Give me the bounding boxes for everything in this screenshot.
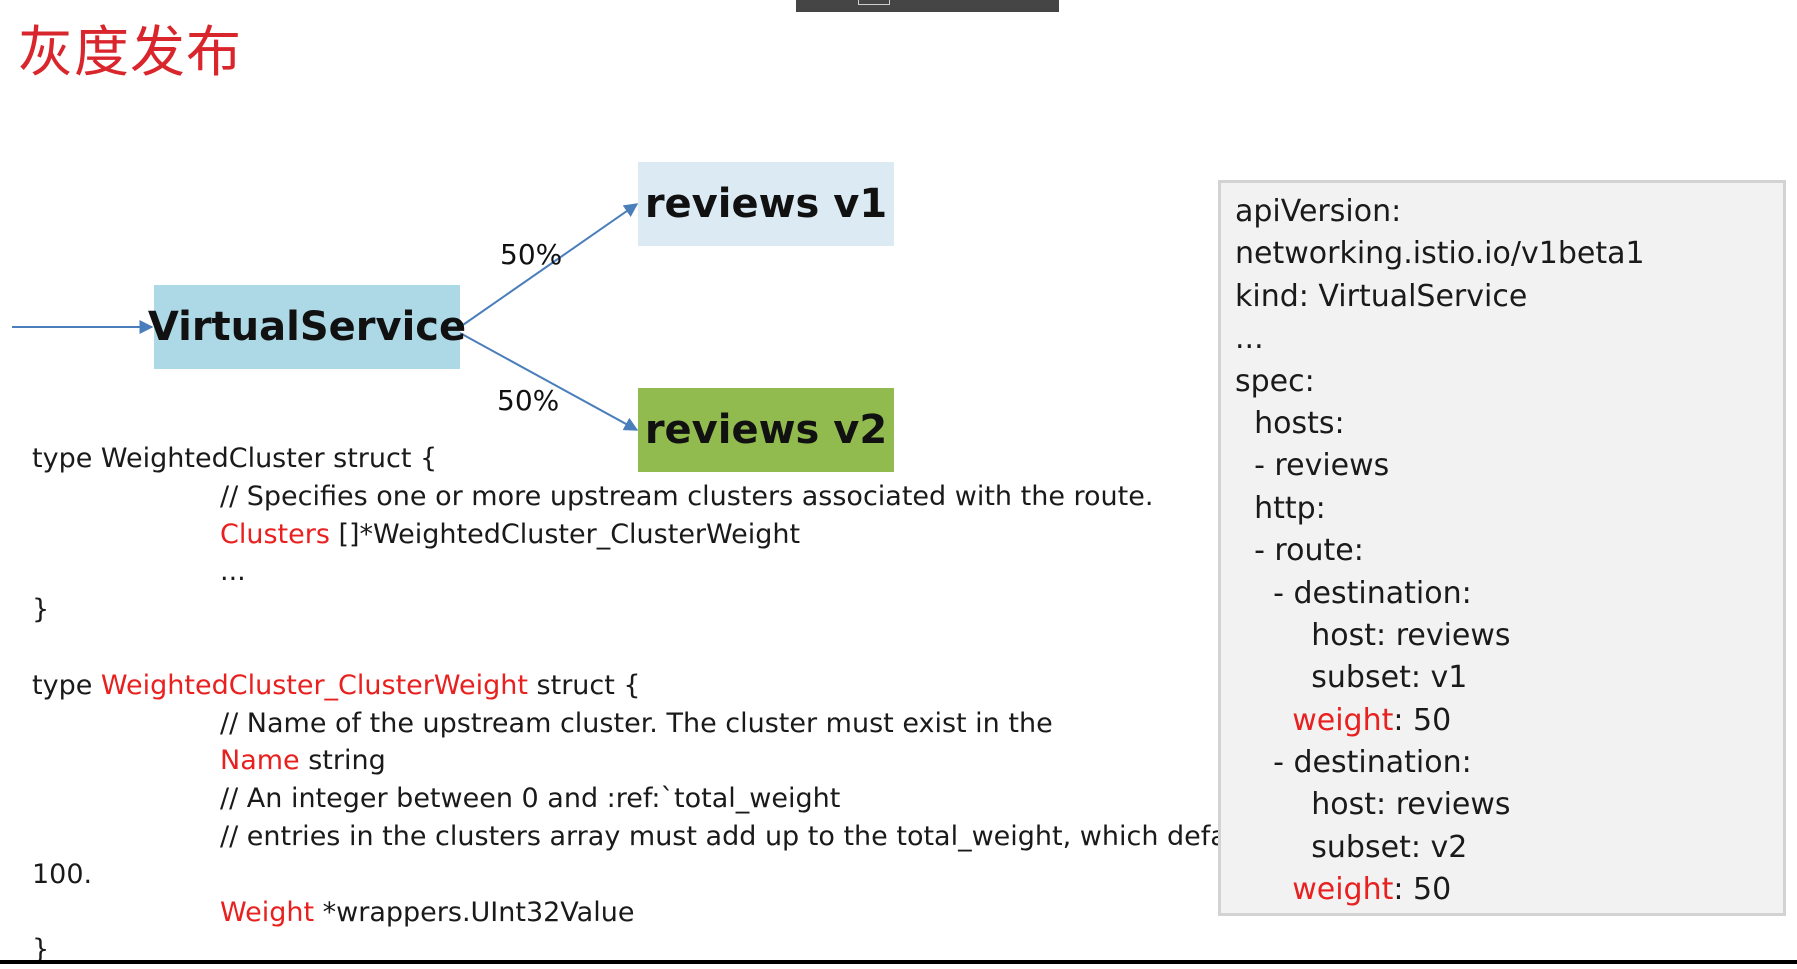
struct2-comment1: // Name of the upstream cluster. The clu… (220, 707, 1053, 739)
yaml-line: host: reviews (1235, 787, 1511, 823)
clusters-field-name: Clusters (220, 518, 330, 550)
yaml-line: - destination: (1235, 745, 1472, 781)
yaml-weight-key: weight (1292, 872, 1394, 908)
yaml-line: hosts: (1235, 405, 1345, 441)
struct1-open: type WeightedCluster struct { (32, 443, 438, 474)
struct2-field1: Name string (32, 742, 1232, 780)
struct2-comment3: // entries in the clusters array must ad… (220, 820, 1312, 852)
yaml-weight-line: weight: 50 (1235, 869, 1645, 911)
struct2-close: } (32, 934, 50, 966)
struct1-comment: // Specifies one or more upstream cluste… (220, 480, 1154, 512)
yaml-line: - destination: (1235, 575, 1472, 611)
struct1-ellipsis: ... (220, 556, 246, 588)
struct2-comment3-wrap: 100. (32, 858, 93, 890)
weight-v1-label: 50% (500, 238, 563, 271)
window-toolbar (796, 0, 1059, 12)
yaml-line: kind: VirtualService (1235, 278, 1528, 314)
struct2-field2: Weight *wrappers.UInt32Value (32, 894, 1232, 932)
reviews-v2-label: reviews v2 (644, 407, 888, 453)
struct2-open: type WeightedCluster_ClusterWeight struc… (32, 667, 1232, 705)
yaml-line: ... (1235, 321, 1264, 357)
yaml-line: - reviews (1235, 448, 1390, 484)
yaml-line: spec: (1235, 363, 1315, 399)
weight-v2-label: 50% (497, 384, 560, 417)
yaml-weight-value: : 50 (1393, 702, 1452, 738)
toolbar-button[interactable] (858, 0, 890, 5)
struct-definitions: type WeightedCluster struct { // Specifi… (32, 440, 1312, 969)
yaml-weight-line: weight: 50 (1235, 700, 1645, 742)
struct2-suffix: struct { (527, 669, 641, 701)
reviews-v1-box: reviews v1 (638, 162, 894, 246)
reviews-v1-label: reviews v1 (644, 181, 888, 227)
yaml-line: - route: (1235, 533, 1364, 569)
yaml-line: http: (1235, 490, 1326, 526)
yaml-line: host: reviews (1235, 617, 1511, 653)
virtualservice-label: VirtualService (147, 304, 467, 350)
struct2-comment2: // An integer between 0 and :ref:`total_… (220, 783, 841, 815)
weight-field-type: *wrappers.UInt32Value (314, 896, 635, 928)
yaml-line: networking.istio.io/v1beta1 (1235, 236, 1645, 272)
struct2-prefix: type (32, 669, 101, 701)
yaml-weight-key: weight (1292, 702, 1394, 738)
slide-title: 灰度发布 (18, 20, 243, 84)
blank-line (32, 629, 1232, 667)
virtualservice-box: VirtualService (148, 285, 466, 369)
struct1-field: Clusters []*WeightedCluster_ClusterWeigh… (32, 516, 1232, 554)
name-field-name: Name (220, 745, 300, 777)
struct2-name: WeightedCluster_ClusterWeight (100, 669, 528, 701)
clusters-field-type: []*WeightedCluster_ClusterWeight (329, 518, 801, 550)
yaml-line: subset: v2 (1235, 829, 1468, 865)
weight-field-name: Weight (220, 896, 315, 928)
yaml-config-panel: apiVersion: networking.istio.io/v1beta1 … (1218, 180, 1786, 916)
name-field-type: string (299, 745, 386, 777)
yaml-weight-value: : 50 (1393, 872, 1452, 908)
yaml-text: apiVersion: networking.istio.io/v1beta1 … (1235, 191, 1645, 912)
bottom-border (0, 960, 1797, 964)
yaml-line: apiVersion: (1235, 194, 1402, 229)
yaml-line: subset: v1 (1235, 660, 1468, 696)
reviews-v2-box: reviews v2 (638, 388, 894, 472)
struct1-close: } (32, 594, 50, 626)
